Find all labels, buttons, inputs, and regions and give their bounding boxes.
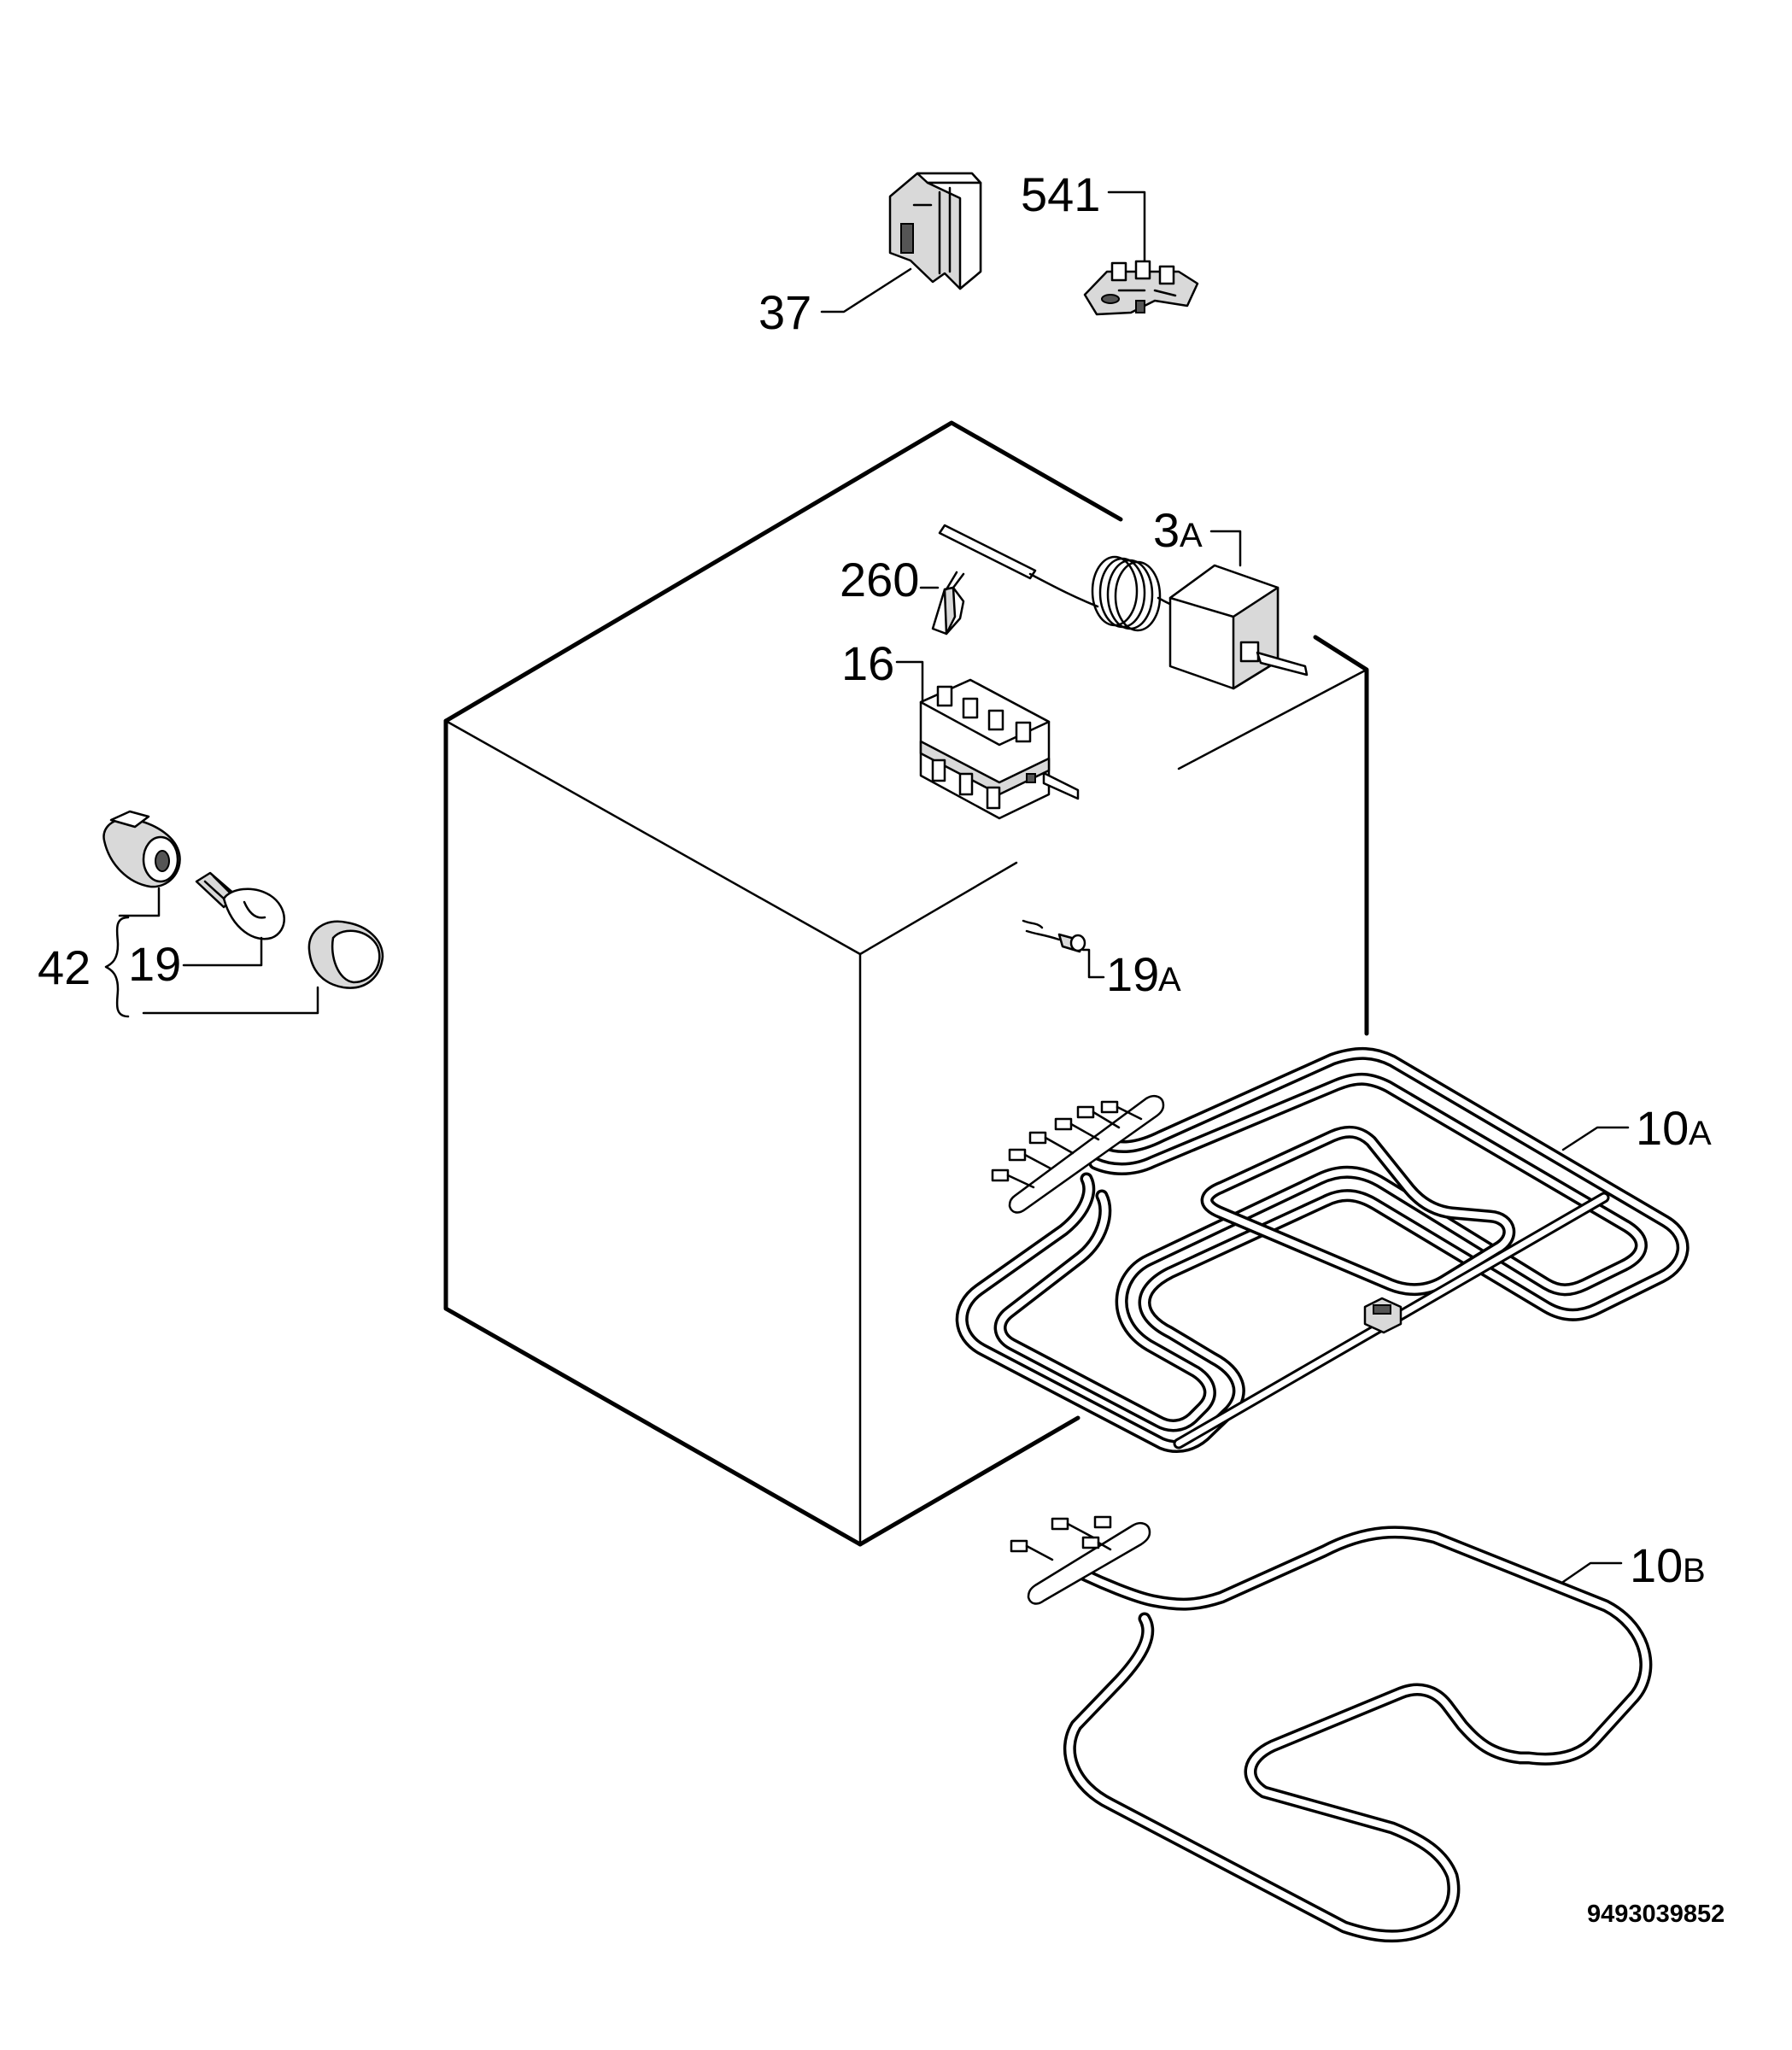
- label-260: 260: [840, 553, 919, 606]
- part-42-lamp-holder: [102, 810, 181, 888]
- label-19a-suffix: A: [1158, 961, 1181, 999]
- label-42: 42: [38, 940, 91, 994]
- part-16-selector-switch: [895, 660, 1080, 820]
- oven-cavity-box: [443, 420, 1369, 1547]
- label-10b-suffix: B: [1683, 1552, 1706, 1590]
- label-37: 37: [758, 285, 811, 339]
- label-19a-number: 19: [1106, 947, 1159, 1001]
- label-10a-number: 10: [1636, 1101, 1689, 1155]
- label-10b-number: 10: [1630, 1538, 1683, 1592]
- label-10a-suffix: A: [1689, 1115, 1712, 1152]
- label-3a-suffix: A: [1180, 517, 1203, 554]
- label-541: 541: [1021, 167, 1100, 221]
- part-10b-lower-heating-element: [1010, 1515, 1653, 1943]
- document-number: 9493039852: [1587, 1901, 1725, 1928]
- group-brace: [104, 916, 130, 1018]
- part-19-lamp-bulb: [195, 871, 285, 940]
- part-10a-upper-heating-element: [955, 1046, 1690, 1453]
- part-260-clip: [919, 571, 965, 636]
- part-19a-indicator-lamp: [1022, 919, 1105, 979]
- lamp-group-leaders: [118, 887, 319, 1015]
- part-lamp-cover: [307, 920, 384, 989]
- label-19: 19: [128, 937, 181, 991]
- part-37-switch-bracket: [820, 172, 982, 313]
- part-541-terminal-block: [1083, 190, 1199, 316]
- part-3a-thermostat: [938, 524, 1309, 690]
- label-3a-number: 3: [1153, 503, 1180, 557]
- label-16: 16: [841, 636, 894, 690]
